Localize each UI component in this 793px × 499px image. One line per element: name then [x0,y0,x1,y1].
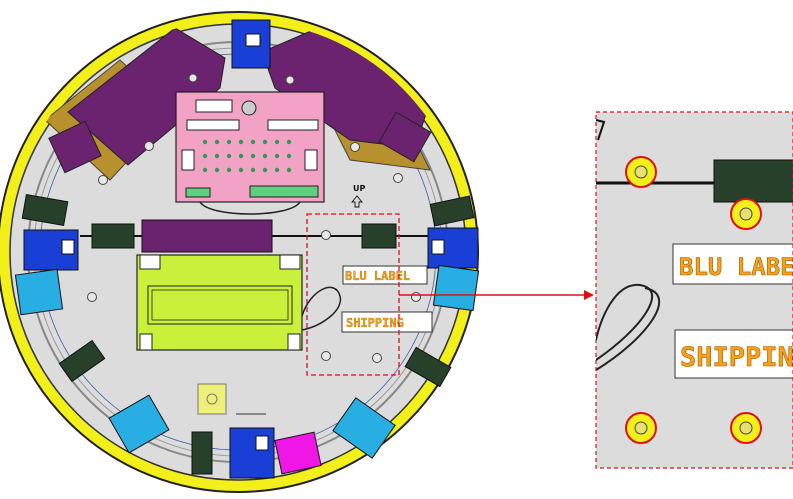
zoom-shipping-text: SHIPPIN [680,342,793,373]
dark-green-block-1 [21,193,69,227]
up-arrow-icon [351,195,363,208]
cyan-block-3 [108,394,170,454]
shipping-label-text: SHIPPING [346,316,404,330]
shipping-label-box [341,311,433,333]
zoom-blu-label-box [672,243,793,285]
purple-small-block-right [378,111,432,163]
purple-bar [141,219,273,253]
dark-green-block-5 [191,431,213,475]
cyan-block-2 [432,264,480,312]
purple-tray-left [67,27,226,166]
cyan-block-4 [332,397,396,459]
up-text: UP [353,184,365,193]
zoom-dark-block [713,159,793,203]
blu-label-text: BLU LABEL [345,269,410,283]
dark-block-left [91,223,135,249]
blu-label-box [342,265,428,285]
purple-small-block-left [48,120,102,174]
cyan-block-1 [14,268,64,316]
dark-block-right [361,223,397,249]
dark-green-block-4 [404,346,452,388]
dark-green-block-3 [58,339,106,383]
pcb-pins [202,139,292,173]
dark-green-block-2 [429,195,475,227]
zoom-shipping-box [674,329,793,379]
zoom-screws [625,156,762,444]
round-assembly: UP BLU LABEL SHIPPING [0,11,480,493]
zoom-frame [595,111,793,469]
callout-arrow [399,290,594,300]
zoom-blu-label-text: BLU LABE [679,253,793,281]
zoom-inset: BLU LABE SHIPPIN [595,111,793,469]
magenta-block [274,431,322,475]
